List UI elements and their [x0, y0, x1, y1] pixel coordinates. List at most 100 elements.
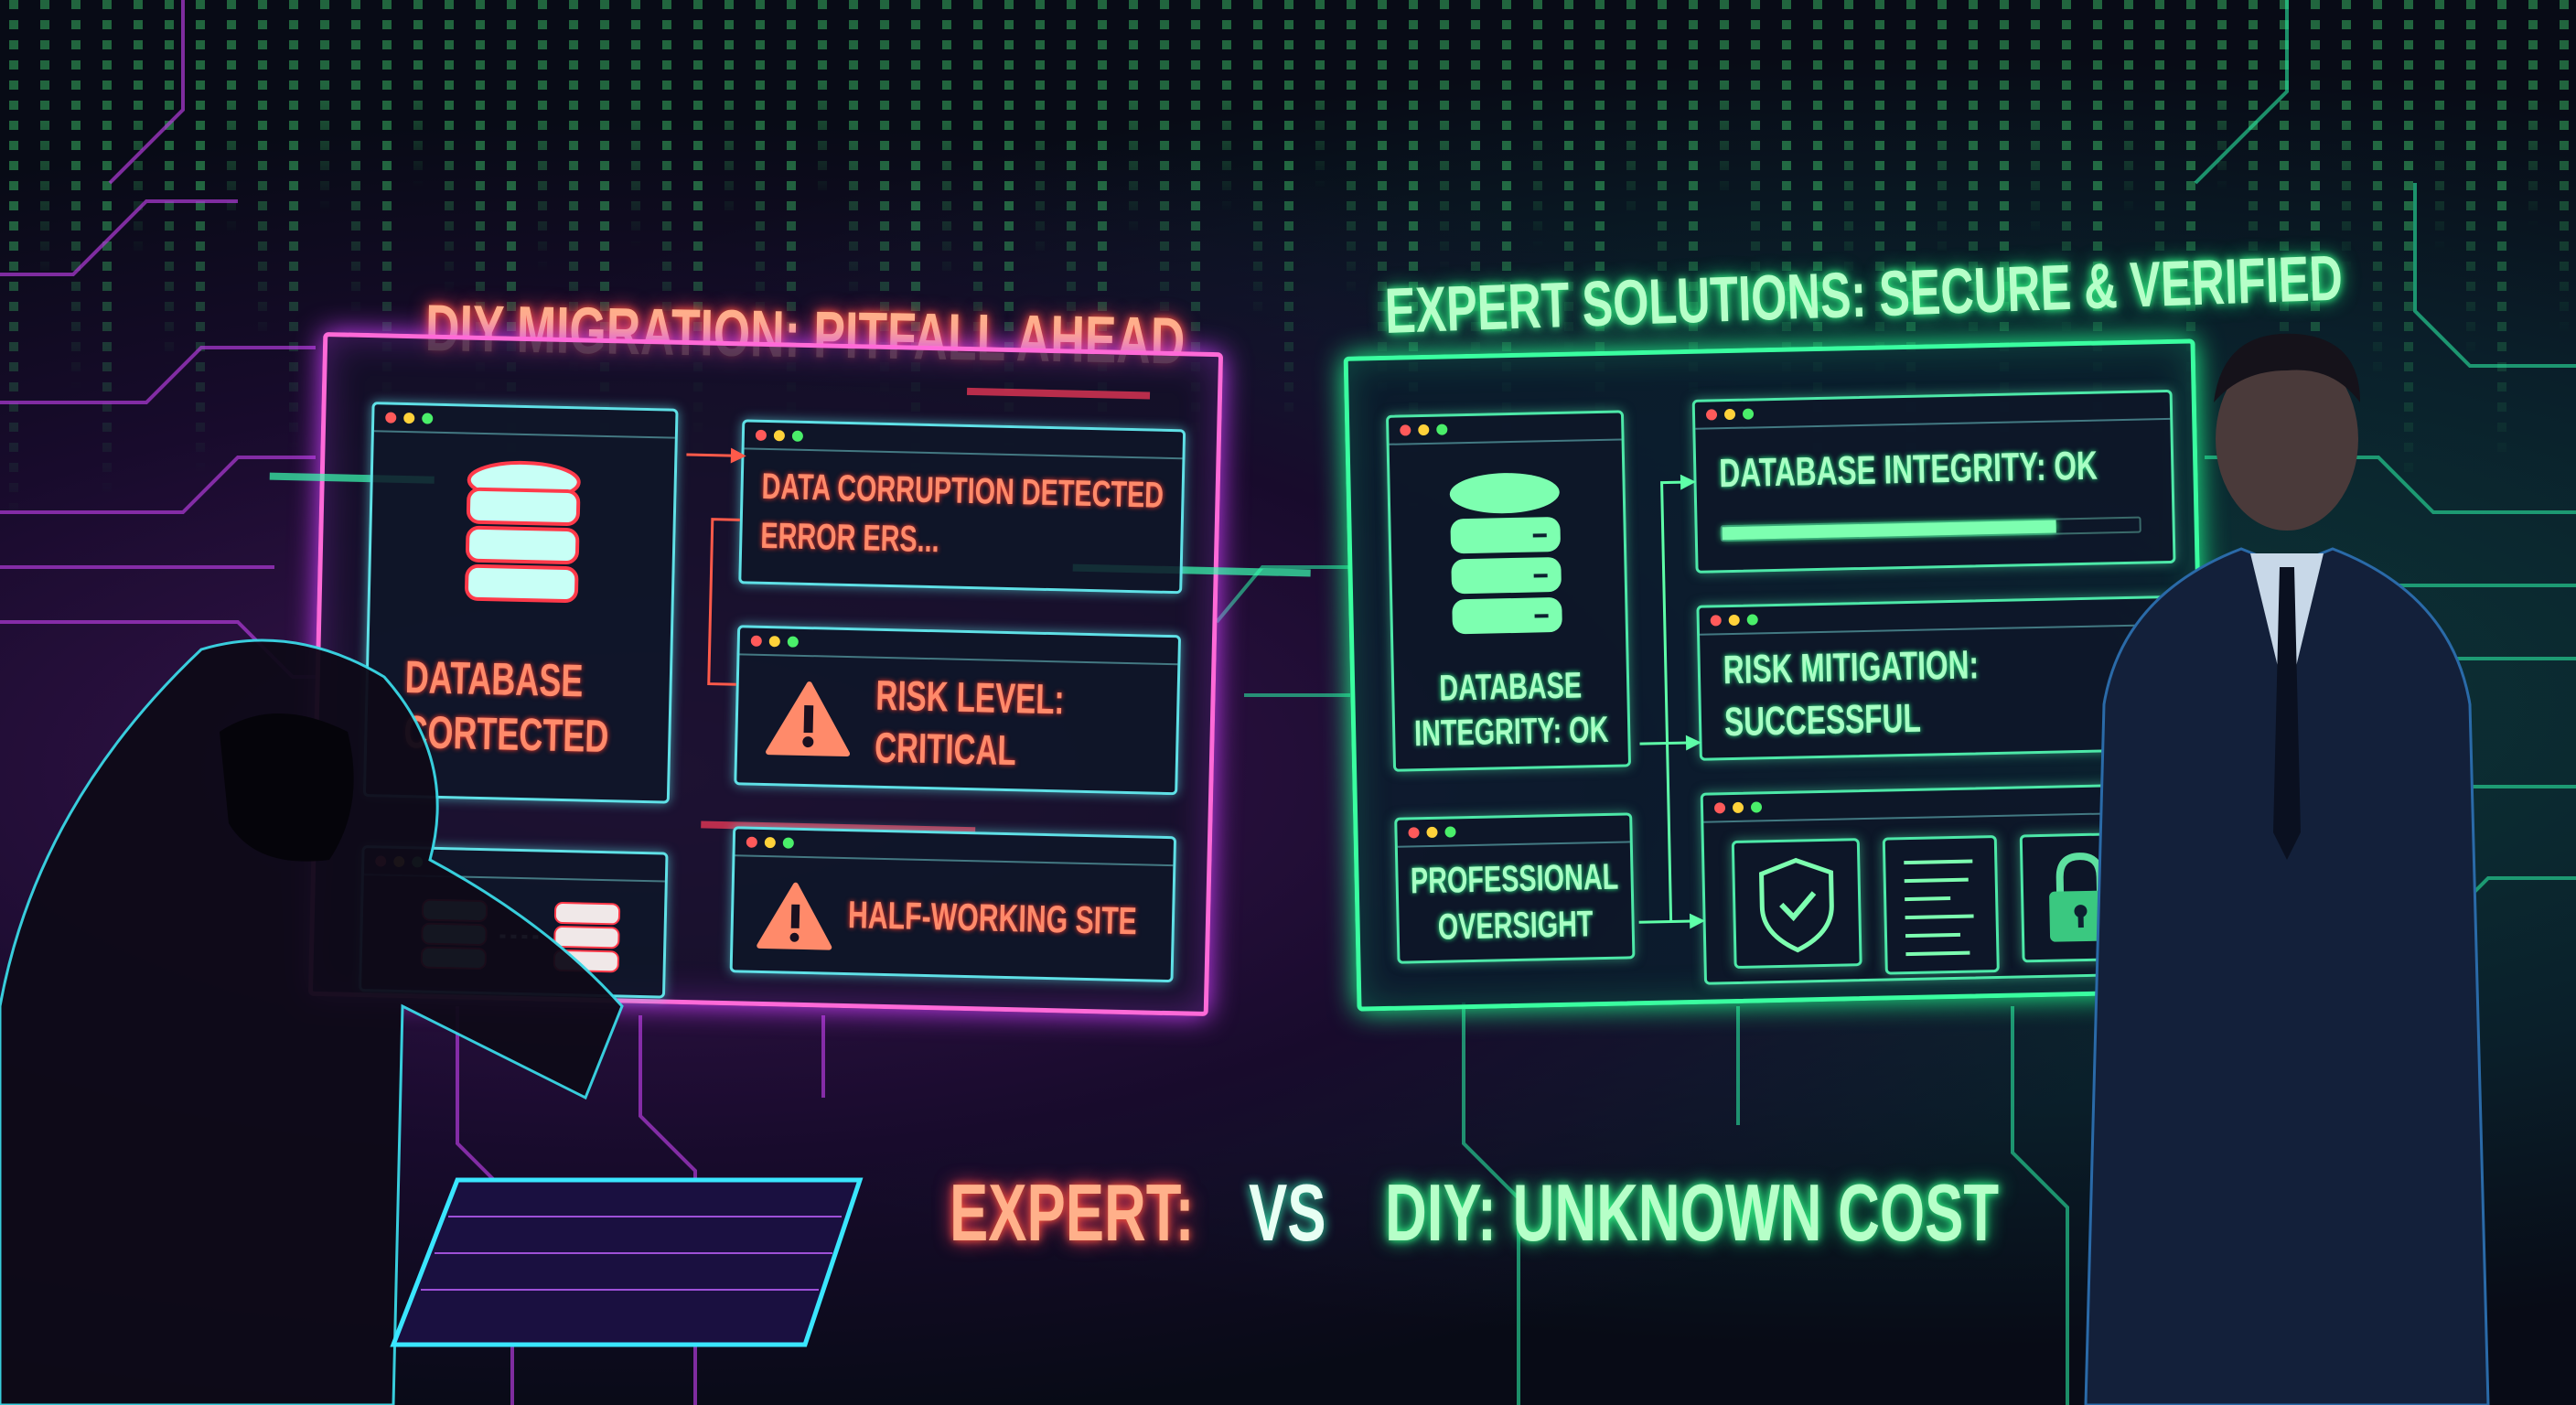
matrix-rain-column — [724, 0, 734, 223]
matrix-rain-column — [2217, 0, 2227, 190]
matrix-rain-column — [2062, 0, 2071, 346]
matrix-rain-column — [693, 0, 703, 463]
matrix-rain-column — [569, 0, 578, 379]
data-corruption-window: DATA CORRUPTION DETECTED ERROR ERS... — [738, 419, 1186, 595]
matrix-rain-column — [165, 0, 174, 366]
matrix-rain-column — [1160, 0, 1169, 344]
matrix-rain-column — [2435, 0, 2444, 251]
matrix-rain-column — [942, 0, 951, 284]
matrix-rain-column — [756, 0, 765, 331]
matrix-rain-column — [1533, 0, 1542, 249]
matrix-rain-column — [2186, 0, 2195, 430]
matrix-rain-column — [1440, 0, 1449, 273]
matrix-rain-column — [1626, 0, 1636, 225]
matrix-rain-column — [1937, 0, 1947, 262]
matrix-rain-column — [1471, 0, 1480, 381]
matrix-rain-column — [1284, 0, 1293, 428]
matrix-rain-column — [818, 0, 827, 199]
matrix-rain-column — [445, 0, 454, 295]
matrix-rain-column — [413, 0, 423, 187]
risk-line-2: SUCCESSFUL — [1723, 695, 1922, 745]
matrix-rain-column — [1502, 0, 1511, 488]
diy-cost-label: DIY: UNKNOWN COST — [1385, 1167, 2000, 1258]
matrix-rain-column — [1378, 0, 1387, 404]
matrix-rain-column — [1689, 0, 1698, 441]
businessman-figure — [2084, 333, 2490, 1405]
matrix-rain-column — [320, 0, 329, 210]
matrix-rain-column — [507, 0, 516, 510]
half-working-window: HALF-WORKING SITE — [729, 826, 1177, 983]
matrix-rain-column — [1564, 0, 1573, 357]
document-icon — [1904, 859, 1974, 957]
integrity-label: DATABASE INTEGRITY: OK — [1718, 443, 2098, 497]
matrix-rain-column — [227, 0, 236, 234]
matrix-rain-column — [351, 0, 360, 318]
matrix-rain-column — [600, 0, 609, 487]
matrix-rain-column — [2155, 0, 2164, 322]
matrix-rain-column — [1191, 0, 1200, 452]
matrix-rain-column — [2031, 0, 2040, 238]
shield-check-tile[interactable] — [1731, 838, 1862, 970]
matrix-rain-column — [1222, 0, 1231, 212]
warning-icon — [766, 681, 851, 757]
matrix-rain-column — [662, 0, 671, 355]
matrix-rain-column — [538, 0, 547, 271]
matrix-rain-column — [1658, 0, 1667, 333]
matrix-rain-column — [1969, 0, 1978, 370]
keyboard — [390, 1177, 864, 1347]
matrix-rain-column — [1098, 0, 1107, 476]
matrix-rain-column — [1751, 0, 1760, 309]
matrix-rain-column — [1875, 0, 1884, 393]
database-window: DATABASE CORTECTED — [362, 402, 679, 804]
matrix-rain-column — [1036, 0, 1045, 260]
matrix-rain-column — [973, 0, 982, 391]
matrix-rain-column — [2404, 0, 2413, 490]
matrix-rain-column — [1315, 0, 1325, 188]
matrix-rain-column — [1813, 0, 1822, 525]
matrix-rain-column — [382, 0, 392, 426]
half-working-label: HALF-WORKING SITE — [847, 893, 1138, 943]
security-tools-window — [1700, 782, 2184, 985]
corruption-line-2: ERROR ERS... — [759, 515, 940, 561]
matrix-rain-column — [1067, 0, 1076, 368]
database-icon — [1449, 473, 1562, 635]
matrix-rain-column — [1782, 0, 1791, 417]
risk-line-1: RISK LEVEL: — [875, 670, 1066, 724]
matrix-rain-column — [1253, 0, 1262, 320]
matrix-rain-column — [2249, 0, 2258, 298]
matrix-rain-column — [2373, 0, 2382, 382]
risk-line-1: RISK MITIGATION: — [1723, 642, 1980, 693]
matrix-rain-column — [2560, 0, 2569, 335]
document-tile[interactable] — [1882, 834, 2000, 975]
shield-check-icon — [1759, 857, 1834, 953]
database-label-2: INTEGRITY: OK — [1413, 709, 1609, 755]
expert-label: EXPERT: — [950, 1167, 1195, 1258]
oversight-line-1: PROFESSIONAL — [1410, 856, 1619, 902]
matrix-rain-column — [40, 0, 49, 282]
matrix-rain-column — [2342, 0, 2351, 274]
matrix-rain-column — [9, 0, 18, 521]
hooded-hacker-figure — [0, 638, 624, 1405]
corruption-line-1: DATA CORRUPTION DETECTED — [761, 466, 1165, 516]
database-window: DATABASE INTEGRITY: OK — [1385, 410, 1632, 772]
matrix-rain-column — [787, 0, 796, 439]
matrix-rain-column — [1844, 0, 1853, 285]
matrix-rain-column — [2497, 0, 2506, 467]
matrix-rain-column — [880, 0, 889, 415]
matrix-rain-column — [2093, 0, 2102, 454]
matrix-rain-column — [476, 0, 485, 402]
matrix-rain-column — [1129, 0, 1138, 236]
matrix-rain-column — [102, 0, 112, 498]
matrix-rain-column — [1409, 0, 1418, 512]
expert-solutions-panel: DATABASE INTEGRITY: OK DATABASE INTEGRIT… — [1343, 338, 2209, 1012]
matrix-rain-column — [1906, 0, 1916, 501]
matrix-rain-column — [71, 0, 80, 390]
matrix-rain-column — [2000, 0, 2009, 477]
oversight-line-2: OVERSIGHT — [1437, 904, 1594, 948]
database-label-1: DATABASE — [1438, 665, 1583, 709]
matrix-rain-column — [2280, 0, 2289, 406]
matrix-rain-column — [134, 0, 143, 258]
matrix-rain-column — [2528, 0, 2538, 227]
professional-oversight-window: PROFESSIONAL OVERSIGHT — [1394, 812, 1636, 964]
matrix-rain-column — [1595, 0, 1605, 465]
